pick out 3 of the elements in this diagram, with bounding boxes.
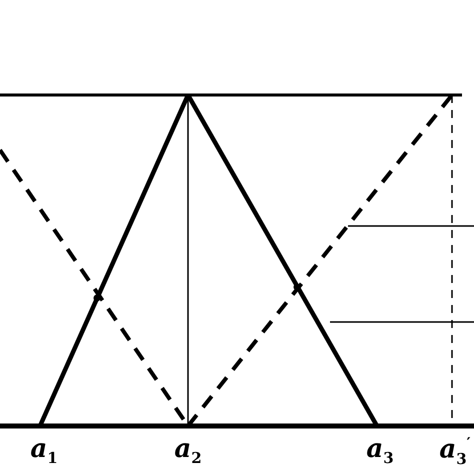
axis-point-label: a$_{2}$	[174, 436, 202, 466]
axis-point-label: a$_{1}$	[30, 436, 58, 466]
axis-point-label: a$_{3}$	[366, 436, 394, 466]
